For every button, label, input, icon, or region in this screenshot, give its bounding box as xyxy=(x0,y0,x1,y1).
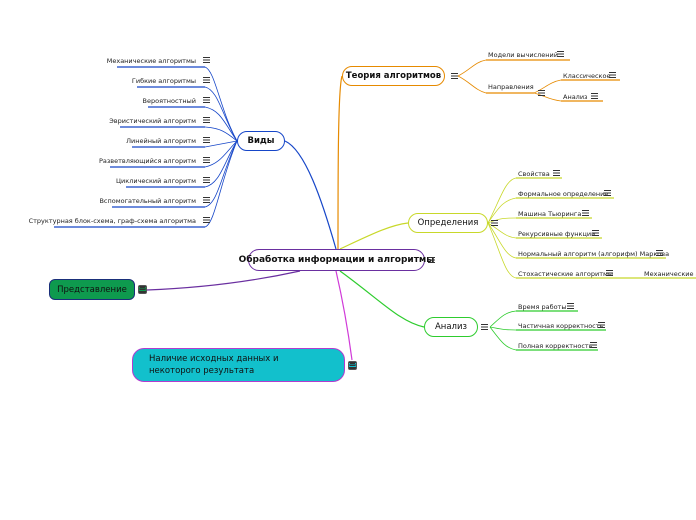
types-item-5-menu-icon[interactable] xyxy=(203,137,210,143)
connector-root-theory xyxy=(337,75,343,250)
theory-directions[interactable]: Направления xyxy=(488,83,534,91)
definitions-leaf-underlines xyxy=(516,177,696,279)
definitions-item-5[interactable]: Нормальный алгоритм (алгорифм) Маркова xyxy=(518,250,670,258)
connector-root-input xyxy=(335,270,353,361)
theory-models-menu-icon[interactable] xyxy=(557,51,564,57)
theory-models[interactable]: Модели вычислений xyxy=(488,51,558,59)
definitions-item-3-menu-icon[interactable] xyxy=(582,210,589,216)
root-topic-label: Обработка информации и алгоритмы xyxy=(238,255,435,265)
definitions-item-4-menu-icon[interactable] xyxy=(592,230,599,236)
theory-leaf-connectors xyxy=(457,59,562,102)
types-leaf-connectors xyxy=(204,66,238,228)
analysis-item-1[interactable]: Время работы xyxy=(518,303,567,311)
types-item-7-menu-icon[interactable] xyxy=(203,177,210,183)
topic-representation-label: Представление xyxy=(57,284,127,295)
types-item-7[interactable]: Циклический алгоритм xyxy=(116,177,196,185)
analysis-leaf-connectors xyxy=(489,310,517,351)
types-item-6-menu-icon[interactable] xyxy=(203,157,210,163)
types-item-1[interactable]: Механические алгоритмы xyxy=(106,57,196,65)
types-item-9[interactable]: Структурная блок-схема, граф-схема алгор… xyxy=(28,217,196,225)
topic-types[interactable]: Виды xyxy=(237,131,285,151)
topic-types-label: Виды xyxy=(247,136,275,146)
definitions-item-3[interactable]: Машина Тьюринга xyxy=(518,210,582,218)
topic-representation[interactable]: Представление xyxy=(49,279,135,300)
types-item-1-menu-icon[interactable] xyxy=(203,57,210,63)
types-item-5[interactable]: Линейный алгоритм xyxy=(126,137,196,145)
definitions-item-6[interactable]: Стохастические алгоритмы xyxy=(518,270,614,278)
definitions-item-5-menu-icon[interactable] xyxy=(656,250,663,256)
definitions-item-6-menu-icon[interactable] xyxy=(606,270,613,276)
definitions-item-2[interactable]: Формальное определение xyxy=(518,190,609,198)
analysis-item-2-menu-icon[interactable] xyxy=(598,322,605,328)
types-item-2[interactable]: Гибкие алгоритмы xyxy=(131,77,196,85)
types-item-8-menu-icon[interactable] xyxy=(203,197,210,203)
definitions-stochastic-child[interactable]: Механические ал xyxy=(644,270,696,278)
theory-direction-classic[interactable]: Классическое xyxy=(563,72,611,80)
root-topic[interactable]: Обработка информации и алгоритмы xyxy=(239,249,434,271)
analysis-leaf-underlines xyxy=(516,310,606,351)
analysis-item-1-menu-icon[interactable] xyxy=(567,303,574,309)
topic-input-data-menu-icon[interactable] xyxy=(348,361,357,370)
theory-leaf-underlines xyxy=(486,59,620,102)
types-item-3[interactable]: Вероятностный xyxy=(142,97,196,105)
topic-definitions[interactable]: Определения xyxy=(408,213,488,233)
theory-directions-menu-icon[interactable] xyxy=(538,90,545,96)
types-item-8[interactable]: Вспомогательный алгоритм xyxy=(99,197,196,205)
topic-analysis[interactable]: Анализ xyxy=(424,317,478,337)
connector-root-representation xyxy=(146,270,301,291)
topic-definitions-label: Определения xyxy=(417,218,479,228)
types-item-4[interactable]: Эвристический алгоритм xyxy=(109,117,196,125)
types-leaf-underlines xyxy=(54,66,205,228)
topic-theory[interactable]: Теория алгоритмов xyxy=(342,66,445,86)
theory-direction-classic-menu-icon[interactable] xyxy=(609,72,616,78)
topic-analysis-menu-icon[interactable] xyxy=(481,324,488,330)
types-item-9-menu-icon[interactable] xyxy=(203,217,210,223)
definitions-item-1-menu-icon[interactable] xyxy=(553,170,560,176)
definitions-item-1[interactable]: Свойства xyxy=(518,170,550,178)
analysis-item-3-menu-icon[interactable] xyxy=(590,342,597,348)
types-item-2-menu-icon[interactable] xyxy=(203,77,210,83)
theory-direction-analysis-menu-icon[interactable] xyxy=(591,93,598,99)
connector-root-definitions xyxy=(339,222,409,250)
definitions-leaf-connectors xyxy=(487,177,517,279)
types-item-4-menu-icon[interactable] xyxy=(203,117,210,123)
connector-root-types xyxy=(284,140,337,250)
connector-root-analysis xyxy=(339,270,425,328)
topic-input-data-label: Наличие исходных данных и некоторого рез… xyxy=(149,354,279,376)
topic-input-data[interactable]: Наличие исходных данных и некоторого рез… xyxy=(132,348,345,382)
root-menu-icon[interactable] xyxy=(428,257,435,263)
topic-theory-menu-icon[interactable] xyxy=(451,73,458,79)
definitions-item-4[interactable]: Рекурсивные функции xyxy=(518,230,596,238)
definitions-item-2-menu-icon[interactable] xyxy=(604,190,611,196)
topic-analysis-label: Анализ xyxy=(434,322,468,332)
topic-definitions-menu-icon[interactable] xyxy=(491,220,498,226)
types-item-6[interactable]: Разветвляющийся алгоритм xyxy=(98,157,196,165)
topic-theory-label: Теория алгоритмов xyxy=(345,71,442,81)
analysis-item-3[interactable]: Полная корректность xyxy=(518,342,593,350)
theory-direction-analysis[interactable]: Анализ xyxy=(563,93,588,101)
types-item-3-menu-icon[interactable] xyxy=(203,97,210,103)
topic-representation-menu-icon[interactable] xyxy=(138,285,147,294)
analysis-item-2[interactable]: Частичная корректность xyxy=(518,322,604,330)
